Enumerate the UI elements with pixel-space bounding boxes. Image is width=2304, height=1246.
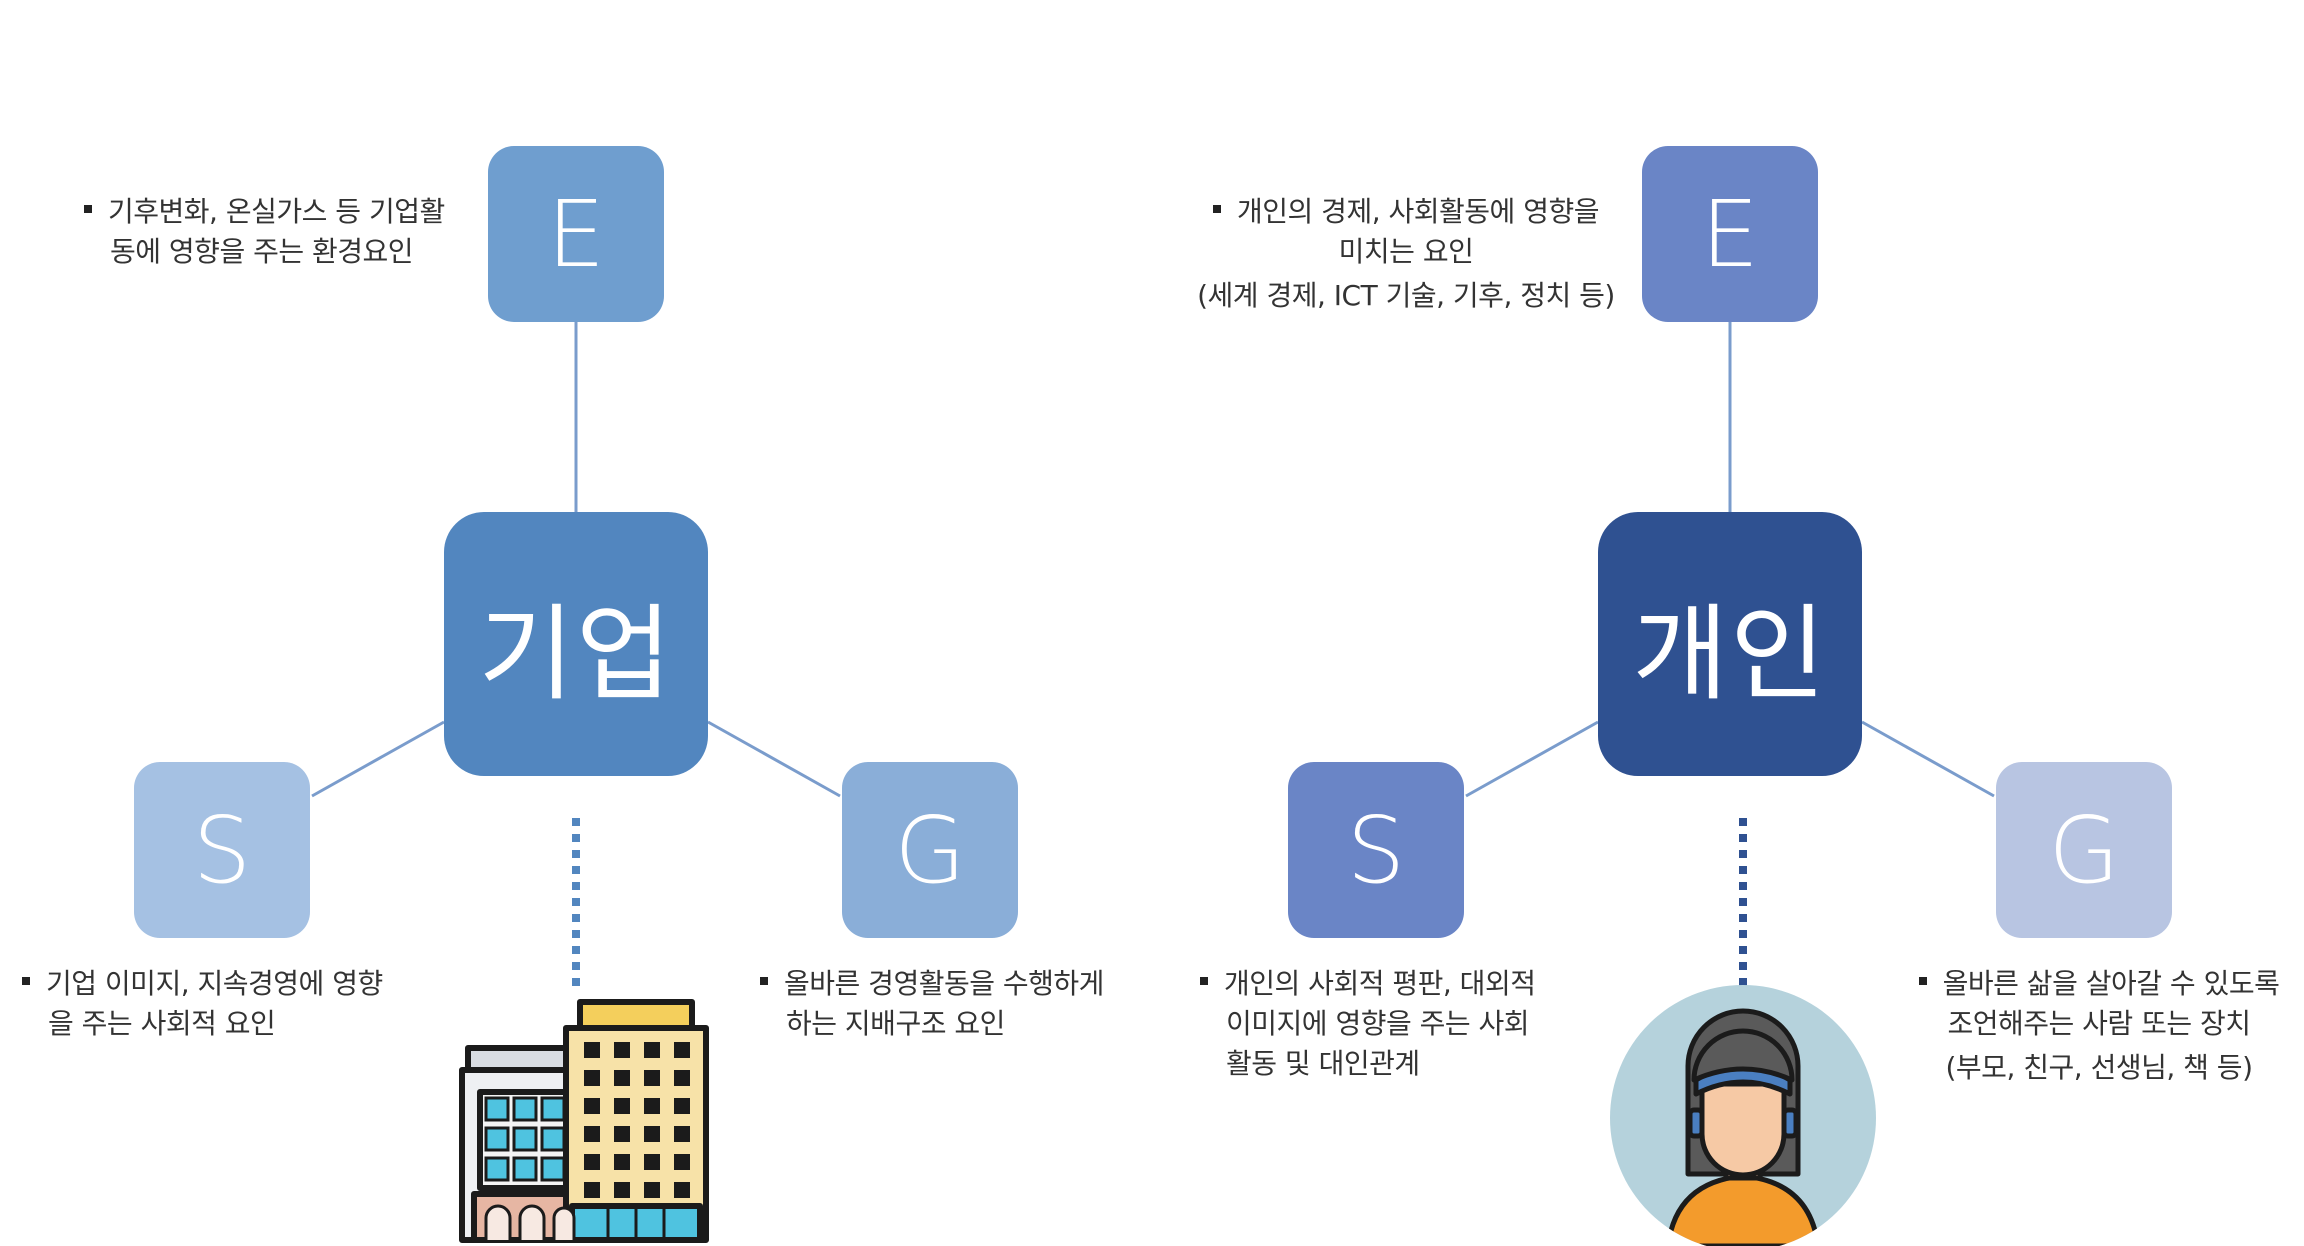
ind-s-connector [1465,720,1599,798]
corp-e-line-2: 동에 영향을 주는 환경요인 [110,235,414,268]
ind-g-connector [1861,720,1995,798]
ind-e-line-3: (세계 경제, ICT 기술, 기후, 정치 등) [1197,279,1615,312]
corp-g-connector [707,720,841,798]
corp-s-connector [311,720,445,798]
ind-s-note: 개인의 사회적 평판, 대외적 이미지에 영향을 주는 사회 활동 및 대인관계 [1200,964,1536,1084]
corp-g-note: 올바른 경영활동을 수행하게 하는 지배구조 요인 [760,964,1104,1044]
corp-e-node: E [488,146,664,322]
corp-g-line-2: 하는 지배구조 요인 [786,1007,1005,1040]
corp-g-node: G [842,762,1018,938]
office-building-icon [459,999,709,1243]
ind-g-line-2: 조언해주는 사람 또는 장치 [1947,1007,2251,1040]
ind-s-letter: S [1346,796,1406,904]
corp-s-node: S [134,762,310,938]
corp-e-note: 기후변화, 온실가스 등 기업활 동에 영향을 주는 환경요인 [84,192,445,272]
person-avatar-icon [1610,985,1876,1246]
ind-e-line-1: 개인의 경제, 사회활동에 영향을 [1237,195,1599,228]
corp-center-label: 기업 [478,592,674,715]
ind-e-node: E [1642,146,1818,322]
ind-g-note: 올바른 삶을 살아갈 수 있도록 조언해주는 사람 또는 장치 (부모, 친구,… [1904,964,2294,1088]
corp-e-line-1: 기후변화, 온실가스 등 기업활 [108,195,445,228]
ind-s-line-3: 활동 및 대인관계 [1226,1047,1420,1080]
ind-g-node: G [1996,762,2172,938]
ind-s-node: S [1288,762,1464,938]
corp-e-letter: E [546,180,606,288]
ind-e-line-2: 미치는 요인 [1338,235,1474,268]
corp-s-line-2: 을 주는 사회적 요인 [48,1007,276,1040]
corp-s-letter: S [192,796,252,904]
corp-s-line-1: 기업 이미지, 지속경영에 영향 [46,967,383,1000]
corp-g-line-1: 올바른 경영활동을 수행하게 [784,967,1104,1000]
corp-g-letter: G [894,796,966,904]
ind-e-note: 개인의 경제, 사회활동에 영향을 미치는 요인 (세계 경제, ICT 기술,… [1196,192,1616,316]
corp-s-note: 기업 이미지, 지속경영에 영향 을 주는 사회적 요인 [22,964,383,1044]
corp-center-node: 기업 [444,512,708,776]
ind-g-line-1: 올바른 삶을 살아갈 수 있도록 [1942,967,2280,1000]
ind-center-node: 개인 [1598,512,1862,776]
ind-center-label: 개인 [1632,592,1828,715]
ind-g-line-3: (부모, 친구, 선생님, 책 등) [1945,1051,2254,1084]
ind-s-line-2: 이미지에 영향을 주는 사회 [1226,1007,1530,1040]
ind-g-letter: G [2048,796,2120,904]
ind-e-letter: E [1700,180,1760,288]
ind-s-line-1: 개인의 사회적 평판, 대외적 [1224,967,1536,1000]
